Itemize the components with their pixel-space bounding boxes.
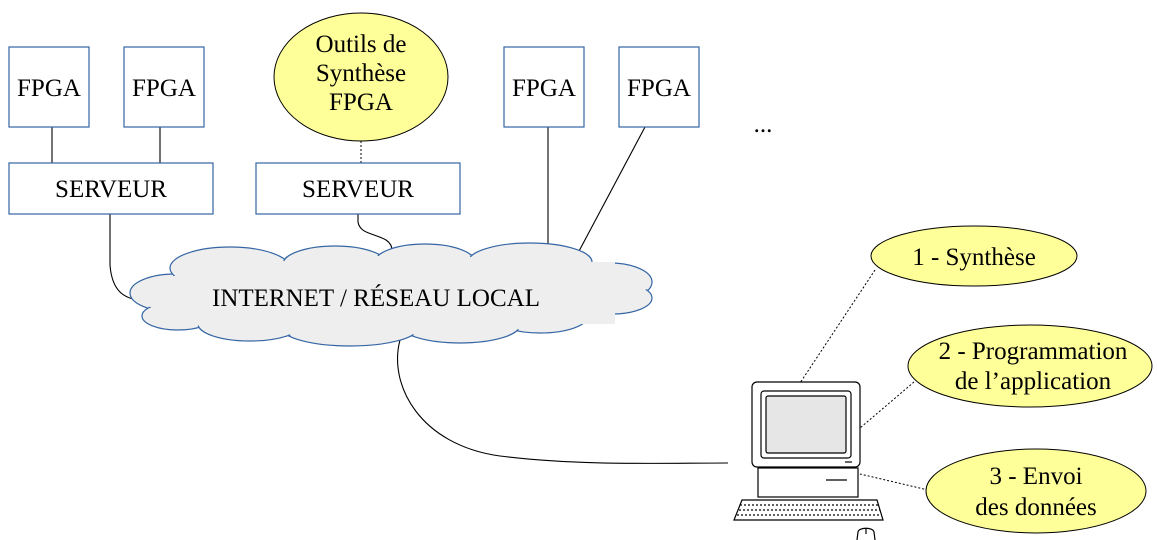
server-box-2: SERVEUR (255, 162, 461, 215)
monitor (751, 381, 861, 468)
fpga-label: FPGA (17, 75, 81, 102)
mouse (856, 527, 876, 540)
step-3-callout: 3 - Envoi des données (925, 448, 1147, 534)
step-3-pointer (859, 473, 929, 491)
step-3-line-2: des données (975, 494, 1097, 521)
step-1-pointer (799, 269, 876, 384)
network-cloud: INTERNET / RÉSEAU LOCAL (129, 242, 653, 347)
fpga-box-4: FPGA (618, 46, 700, 128)
network-label: INTERNET / RÉSEAU LOCAL (212, 284, 540, 312)
more-fpga-ellipsis: ... (754, 111, 773, 138)
server-box-1: SERVEUR (8, 162, 214, 215)
step-1-callout: 1 - Synthèse (870, 225, 1078, 287)
step-2-callout: 2 - Programmation de l’application (907, 324, 1153, 408)
fpga-label: FPGA (512, 75, 576, 102)
tools-line-3: FPGA (329, 89, 393, 116)
step-1-label: 1 - Synthèse (912, 244, 1036, 271)
server-label: SERVEUR (302, 176, 414, 203)
tools-line-2: Synthèse (316, 60, 406, 87)
server-label: SERVEUR (55, 176, 167, 203)
fpga-box-2: FPGA (123, 46, 205, 128)
synthesis-tools-bubble: Outils de Synthèse FPGA (273, 12, 449, 142)
tools-line-1: Outils de (316, 31, 407, 58)
computer-icon (733, 381, 884, 540)
fpga-4-to-network-link (577, 126, 646, 254)
fpga-label: FPGA (627, 75, 691, 102)
network-to-computer-link (397, 339, 729, 464)
step-2-line-2: de l’application (955, 368, 1112, 395)
step-3-line-1: 3 - Envoi (989, 463, 1082, 490)
fpga-label: FPGA (132, 75, 196, 102)
step-2-line-1: 2 - Programmation (939, 338, 1128, 365)
keyboard (733, 499, 884, 521)
fpga-box-3: FPGA (503, 46, 585, 128)
connections (51, 126, 929, 491)
step-2-pointer (859, 381, 915, 429)
system-unit (757, 467, 859, 498)
fpga-box-1: FPGA (8, 46, 90, 128)
